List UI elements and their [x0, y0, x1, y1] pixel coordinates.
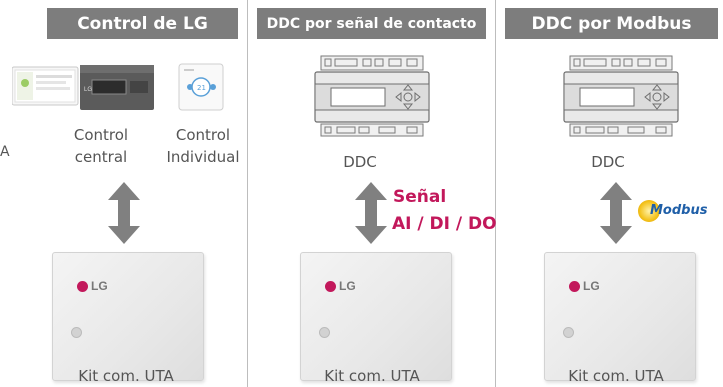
- ddc-label: DDC: [343, 153, 377, 171]
- central-control-line2: central: [74, 148, 128, 166]
- modbus-logo: Modbus: [650, 203, 708, 218]
- ddc-label: DDC: [591, 153, 625, 171]
- individual-control-image: 21: [178, 63, 224, 111]
- cut-off-text: A: [0, 144, 10, 160]
- lg-logo: LG: [325, 279, 356, 293]
- header-ddc-contact: DDC por señal de contacto: [257, 8, 486, 39]
- header-ddc-modbus: DDC por Modbus: [505, 8, 718, 39]
- bidirectional-arrow-icon: [600, 182, 632, 244]
- svg-text:LG: LG: [84, 87, 92, 93]
- header-control-lg: Control de LG: [47, 8, 238, 39]
- individual-control-line2: Individual: [166, 148, 240, 166]
- kit-screw: [563, 327, 574, 338]
- central-control-line1: Control: [73, 126, 129, 144]
- ddc-device-image: [562, 54, 680, 138]
- lg-logo-text: LG: [583, 279, 600, 293]
- bidirectional-arrow-icon: [108, 182, 140, 244]
- kit-label: Kit com. UTA: [324, 367, 420, 385]
- kit-uta-box: LG: [300, 252, 452, 381]
- svg-text:21: 21: [197, 84, 206, 92]
- column-divider-2: [495, 0, 496, 387]
- lg-logo: LG: [569, 279, 600, 293]
- modbus-gear-icon: [638, 200, 660, 222]
- bidirectional-arrow-icon: [355, 182, 387, 244]
- lg-logo-icon: [77, 280, 88, 292]
- central-control-image: LG: [11, 65, 162, 110]
- ddc-device-image: [313, 54, 431, 138]
- lg-logo-text: LG: [339, 279, 356, 293]
- lg-logo-icon: [569, 280, 580, 292]
- kit-uta-box: LG: [544, 252, 696, 381]
- column-divider-1: [247, 0, 248, 387]
- kit-screw: [71, 327, 82, 338]
- kit-screw: [319, 327, 330, 338]
- signal-types: AI / DI / DO: [392, 214, 497, 234]
- lg-logo-text: LG: [91, 279, 108, 293]
- kit-uta-box: LG: [52, 252, 204, 381]
- lg-logo-icon: [325, 280, 336, 292]
- central-control-label: Control central: [56, 124, 146, 168]
- individual-control-line1: Control: [175, 126, 231, 144]
- kit-label: Kit com. UTA: [78, 367, 174, 385]
- signal-label: Señal: [393, 187, 447, 207]
- individual-control-label: Control Individual: [163, 124, 243, 168]
- lg-logo: LG: [77, 279, 108, 293]
- kit-label: Kit com. UTA: [568, 367, 664, 385]
